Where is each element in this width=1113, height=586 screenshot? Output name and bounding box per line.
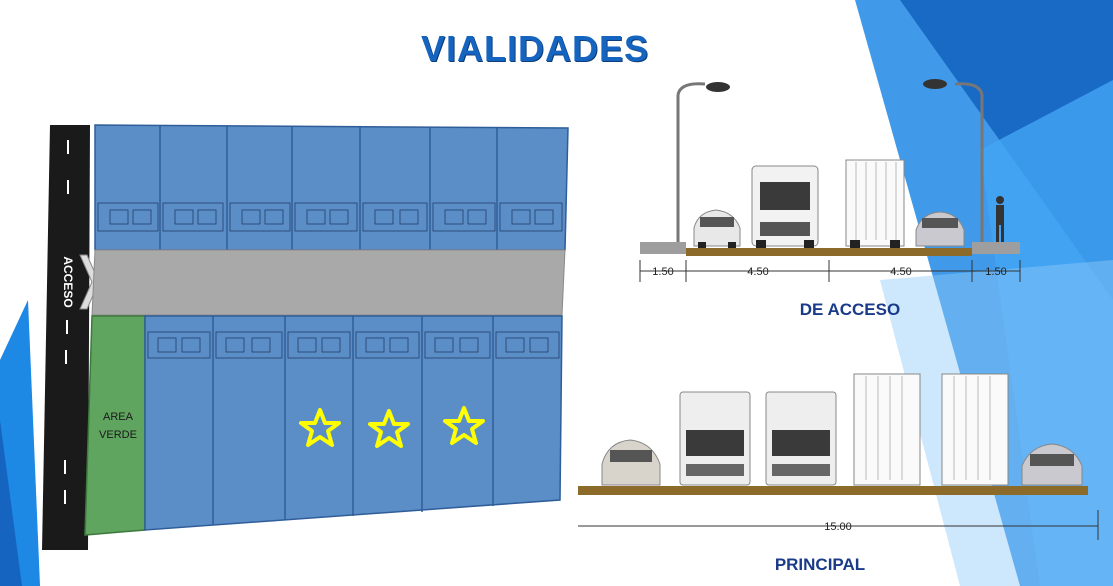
dimension-label: 1.50 — [652, 266, 673, 278]
internal-road — [91, 249, 566, 316]
dimension-label: 1.50 — [985, 266, 1006, 278]
box-truck-icon — [853, 373, 921, 486]
dimension-label: 15.00 — [824, 521, 852, 533]
section-principal: 15.00 PRINCIPAL — [578, 373, 1099, 574]
pedestrian-icon — [996, 196, 1004, 242]
dimension-line — [578, 510, 1099, 540]
green-area-label-line2: VERDE — [99, 429, 137, 441]
site-plan: ACCESO AREA VERDE — [42, 124, 569, 550]
green-area-label-line1: AREA — [103, 411, 134, 423]
car-icon — [1021, 443, 1083, 486]
bottom-lots — [144, 315, 563, 531]
truck-icon — [751, 165, 819, 248]
sidewalk-right — [972, 242, 1020, 254]
box-truck-icon — [845, 159, 905, 248]
section-caption-principal: PRINCIPAL — [775, 555, 865, 574]
dimension-label: 4.50 — [890, 266, 911, 278]
access-label: ACCESO — [61, 256, 75, 307]
section-de-acceso: 1.50 4.50 4.50 1.50 DE ACCESO — [639, 79, 1021, 319]
car-icon — [601, 439, 661, 486]
truck-icon — [679, 391, 751, 486]
dimension-line — [639, 260, 1021, 282]
page-title: VIALIDADES — [420, 28, 650, 69]
top-lots — [94, 124, 569, 251]
street-lamp-icon — [954, 82, 984, 245]
access-road — [42, 125, 90, 550]
street-lamp-icon — [676, 82, 706, 245]
star-icon — [299, 408, 341, 447]
road-center-dashes — [64, 140, 69, 504]
star-icon — [443, 406, 485, 445]
box-truck-icon — [941, 373, 1009, 486]
road-surface — [686, 248, 972, 256]
car-icon — [915, 211, 965, 247]
truck-icon — [765, 391, 837, 486]
dimension-label: 4.50 — [747, 266, 768, 278]
section-caption-acceso: DE ACCESO — [800, 300, 900, 319]
car-icon — [693, 209, 741, 248]
star-markers — [299, 406, 485, 448]
sidewalk-left — [640, 242, 686, 254]
green-area — [84, 315, 146, 536]
road-surface — [578, 486, 1088, 495]
star-icon — [368, 409, 410, 448]
